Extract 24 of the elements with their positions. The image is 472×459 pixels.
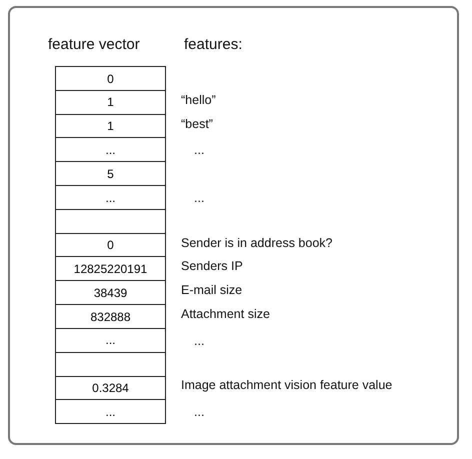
ellipsis: ...	[194, 191, 204, 205]
column-header: features:	[184, 36, 242, 53]
feature-name: Image attachment vision feature value	[181, 378, 392, 392]
vector-value: 1	[55, 114, 166, 139]
vector-value: 1	[55, 90, 166, 115]
ellipsis: ...	[194, 143, 204, 158]
column-header: feature vector	[48, 36, 140, 53]
ellipsis: ...	[194, 334, 204, 348]
vector-value: 0	[55, 66, 166, 91]
feature-name: “hello”	[181, 92, 216, 107]
vector-value: ...	[55, 399, 166, 424]
ellipsis: ...	[194, 405, 204, 420]
feature-name: Senders IP	[181, 259, 243, 274]
vector-value: ...	[55, 185, 166, 210]
feature-name: Attachment size	[181, 307, 270, 321]
feature-name: Sender is in address book?	[181, 236, 332, 250]
vector-value: 38439	[55, 280, 166, 306]
vector-value: 5	[55, 161, 166, 186]
vector-value: 832888	[55, 304, 166, 329]
vector-value: ...	[55, 328, 166, 353]
feature-name: E-mail size	[181, 283, 242, 298]
feature-name: “best”	[181, 116, 213, 131]
vector-value: ...	[55, 137, 166, 162]
vector-value: 12825220191	[55, 256, 166, 282]
